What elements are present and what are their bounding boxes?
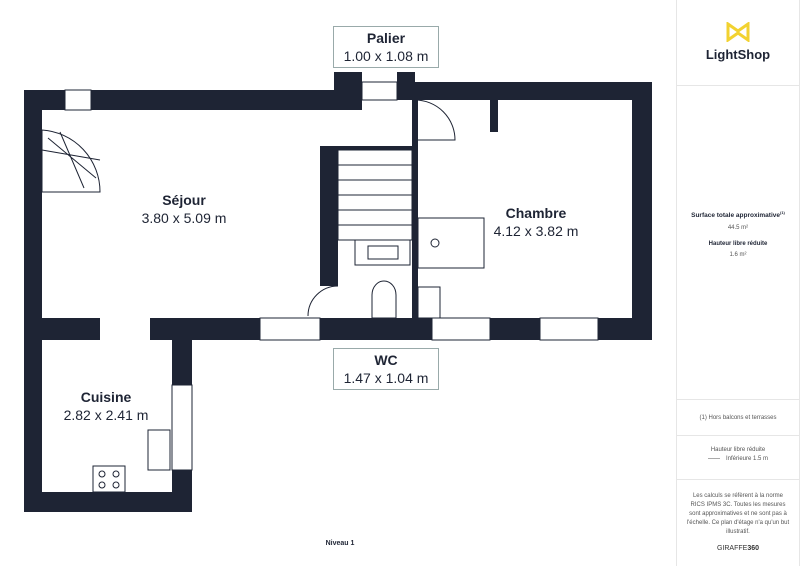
room-dims: 1.47 x 1.04 m bbox=[343, 370, 429, 386]
windows bbox=[64, 81, 599, 471]
room-name: WC bbox=[374, 352, 398, 368]
credit-a: GIRAFFE bbox=[716, 545, 748, 552]
room-name: Cuisine bbox=[80, 389, 132, 405]
height-value: 1.6 m² bbox=[729, 252, 747, 259]
lightshop-logo-icon bbox=[726, 21, 750, 43]
level-label: Niveau 1 bbox=[325, 540, 355, 547]
footnote-section: (1) Hors balcons et terrasses bbox=[677, 400, 799, 436]
room-name: Chambre bbox=[505, 205, 567, 221]
height-label: Hauteur libre réduite bbox=[708, 241, 768, 248]
fixtures bbox=[41, 99, 485, 493]
room-dims: 2.82 x 2.41 m bbox=[63, 407, 149, 423]
sidebar: LightShop Surface totale approximative(1… bbox=[676, 0, 800, 566]
room-name: Palier bbox=[366, 30, 406, 46]
room-dims: 4.12 x 3.82 m bbox=[493, 223, 579, 239]
brand-name: LightShop bbox=[705, 47, 771, 62]
surface-section: Surface totale approximative(1) 44.5 m² … bbox=[677, 86, 799, 400]
room-palier: Palier 1.00 x 1.08 m bbox=[333, 26, 439, 68]
floor-plan bbox=[24, 72, 652, 512]
surface-value: 44.5 m² bbox=[727, 225, 749, 232]
credit-b: 360 bbox=[747, 545, 760, 552]
room-chambre: Chambre 4.12 x 3.82 m bbox=[494, 205, 579, 239]
logo-section: LightShop bbox=[677, 0, 799, 86]
room-sejour: Séjour 3.80 x 5.09 m bbox=[142, 192, 227, 226]
legend-section: Hauteur libre réduite Inférieure 1.5 m bbox=[677, 436, 799, 480]
surface-label: Surface totale approximative bbox=[691, 212, 780, 220]
disclaimer: Les calculs se réfèrent à la norme RICS … bbox=[686, 493, 790, 535]
room-dims: 1.00 x 1.08 m bbox=[343, 48, 429, 64]
surface-note: (1) bbox=[779, 210, 785, 215]
disclaimer-section: Les calculs se réfèrent à la norme RICS … bbox=[677, 480, 799, 552]
room-dims: 3.80 x 5.09 m bbox=[141, 210, 227, 226]
room-wc: WC 1.47 x 1.04 m bbox=[333, 348, 439, 390]
footnote: (1) Hors balcons et terrasses bbox=[699, 415, 777, 421]
room-cuisine: Cuisine 2.82 x 2.41 m bbox=[64, 389, 149, 423]
legend-item: Inférieure 1.5 m bbox=[725, 456, 769, 462]
room-name: Séjour bbox=[162, 192, 206, 208]
legend-line bbox=[707, 457, 720, 459]
legend-title: Hauteur libre réduite bbox=[710, 447, 766, 453]
walls bbox=[24, 72, 652, 512]
